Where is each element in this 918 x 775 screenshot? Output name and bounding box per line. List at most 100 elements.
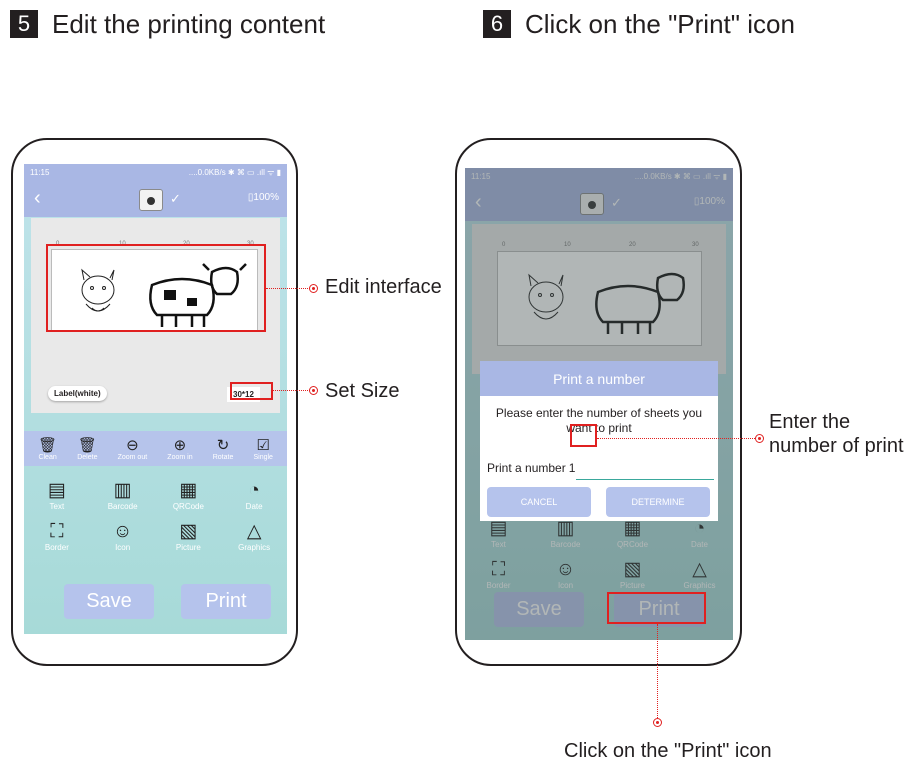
smile-icon: ☺ — [555, 559, 576, 580]
insert-border[interactable]: ⛶Border — [44, 521, 69, 552]
rotate-tool[interactable]: ↻Rotate — [212, 436, 234, 461]
picture-icon: ▧ — [179, 521, 198, 542]
status-bar: 11:15 ....0.0KB/s ✱ ⌘ ▭ .ıll ᯤ ▮ — [24, 164, 287, 181]
print-count-label: Print a number — [487, 461, 566, 475]
step-number: 6 — [483, 10, 511, 38]
set-size-highlight — [230, 382, 273, 400]
label-preview[interactable] — [51, 249, 258, 331]
printer-icon[interactable] — [139, 189, 163, 211]
border-icon: ⛶ — [491, 559, 506, 580]
input-underline — [576, 479, 714, 480]
clock-icon: ◔ — [693, 518, 706, 539]
set-size-callout: Set Size — [325, 380, 400, 402]
insert-icon[interactable]: ☺Icon — [555, 559, 576, 590]
qrcode-icon: ▦ — [623, 518, 642, 539]
insert-barcode[interactable]: ▥Barcode — [550, 518, 581, 549]
ruler-mark: 0 — [502, 242, 506, 248]
insert-graphics[interactable]: △Graphics — [238, 521, 271, 552]
canvas-area[interactable]: 0 10 20 30 — [472, 224, 726, 374]
check-icon: ✓ — [170, 191, 181, 206]
status-bar: 11:15 ....0.0KB/s ✱ ⌘ ▭ .ıll ᯤ ▮ — [465, 168, 733, 185]
ruler-mark: 10 — [564, 242, 571, 248]
shapes-icon: △ — [692, 559, 707, 580]
insert-graphics[interactable]: △Graphics — [683, 559, 716, 590]
broom-icon: 🗑 — [38, 436, 58, 454]
step-number: 5 — [10, 10, 38, 38]
checkbox-icon: ☑ — [256, 436, 270, 454]
zoom-out-tool[interactable]: ⊖Zoom out — [117, 436, 148, 461]
single-tool[interactable]: ☑Single — [253, 436, 273, 461]
callout-dot — [309, 284, 318, 293]
trash-icon: 🗑 — [77, 436, 97, 454]
determine-button[interactable]: DETERMINE — [606, 487, 710, 517]
edit-toolbar: 🗑Clean 🗑Delete ⊖Zoom out ⊕Zoom in ↻Rotat… — [24, 431, 287, 466]
callout-line — [597, 438, 755, 439]
callout-line — [266, 288, 310, 289]
print-highlight — [607, 592, 706, 624]
dialog-title: Print a number — [480, 361, 718, 396]
printer-icon[interactable] — [580, 193, 604, 215]
shapes-icon: △ — [246, 521, 262, 542]
dialog-message: Please enter the number of sheets you wa… — [495, 406, 703, 435]
edit-interface-callout: Edit interface — [325, 276, 442, 298]
back-icon[interactable]: ‹ — [34, 187, 41, 209]
label-type-chip[interactable]: Label(white) — [48, 386, 107, 401]
barcode-icon: ▥ — [113, 480, 132, 501]
zoom-in-tool[interactable]: ⊕Zoom in — [167, 436, 193, 461]
print-button[interactable]: Print — [614, 592, 704, 627]
status-indicators: ....0.0KB/s ✱ ⌘ ▭ .ıll ᯤ ▮ — [188, 168, 281, 177]
callout-dot — [309, 386, 318, 395]
check-icon: ✓ — [611, 195, 622, 210]
smile-icon: ☺ — [112, 521, 133, 542]
save-button[interactable]: Save — [64, 584, 154, 619]
insert-text[interactable]: ▤Text — [489, 518, 508, 549]
zoom-out-icon: ⊖ — [126, 436, 139, 454]
app-bar: ‹ ✓ ▯100% — [24, 181, 287, 217]
insert-grid: ▤Text ▥Barcode ▦QRCode ◔Date ⛶Border ☺Ic… — [465, 518, 733, 590]
label-artwork — [81, 263, 247, 327]
save-button[interactable]: Save — [494, 592, 584, 627]
cancel-button[interactable]: CANCEL — [487, 487, 591, 517]
insert-border[interactable]: ⛶Border — [486, 559, 511, 590]
zoom-level: ▯100% — [247, 192, 279, 203]
label-artwork — [528, 272, 685, 334]
insert-barcode[interactable]: ▥Barcode — [107, 480, 138, 511]
clean-tool[interactable]: 🗑Clean — [38, 436, 58, 461]
print-count-row: Print a number 1 — [487, 461, 575, 475]
callout-line — [273, 390, 310, 391]
print-count-input[interactable]: 1 — [568, 461, 576, 475]
callout-dot — [755, 434, 764, 443]
zoom-in-icon: ⊕ — [173, 436, 187, 454]
insert-qrcode[interactable]: ▦QRCode — [172, 480, 204, 511]
status-indicators: ....0.0KB/s ✱ ⌘ ▭ .ıll ᯤ ▮ — [634, 172, 727, 181]
border-icon: ⛶ — [50, 521, 64, 542]
phone-print: 11:15 ....0.0KB/s ✱ ⌘ ▭ .ıll ᯤ ▮ ‹ ✓ ▯10… — [455, 138, 742, 666]
back-icon[interactable]: ‹ — [475, 191, 482, 213]
step-title: Click on the "Print" icon — [525, 8, 795, 39]
insert-picture[interactable]: ▧Picture — [175, 521, 201, 552]
insert-date[interactable]: ◔Date — [245, 480, 263, 511]
text-icon: ▤ — [489, 518, 508, 539]
insert-icon[interactable]: ☺Icon — [112, 521, 133, 552]
zoom-level: ▯100% — [693, 196, 725, 207]
insert-text[interactable]: ▤Text — [47, 480, 66, 511]
edit-interface-highlight — [46, 244, 266, 332]
print-button[interactable]: Print — [181, 584, 271, 619]
barcode-icon: ▥ — [556, 518, 575, 539]
label-preview[interactable] — [497, 251, 702, 346]
enter-number-line1: Enter the — [769, 411, 851, 433]
text-icon: ▤ — [47, 480, 66, 501]
insert-date[interactable]: ◔Date — [691, 518, 708, 549]
insert-qrcode[interactable]: ▦QRCode — [616, 518, 649, 549]
qrcode-icon: ▦ — [179, 480, 198, 501]
status-time: 11:15 — [471, 172, 491, 181]
delete-tool[interactable]: 🗑Delete — [77, 436, 98, 461]
picture-icon: ▧ — [623, 559, 642, 580]
insert-picture[interactable]: ▧Picture — [620, 559, 645, 590]
step-6-header: 6 Click on the "Print" icon — [483, 8, 795, 40]
enter-number-line2: number of print — [769, 435, 904, 457]
canvas-area[interactable]: 0 10 20 30 — [31, 218, 280, 413]
rotate-icon: ↻ — [216, 436, 230, 454]
callout-line — [657, 624, 658, 718]
ruler-mark: 30 — [692, 242, 699, 248]
